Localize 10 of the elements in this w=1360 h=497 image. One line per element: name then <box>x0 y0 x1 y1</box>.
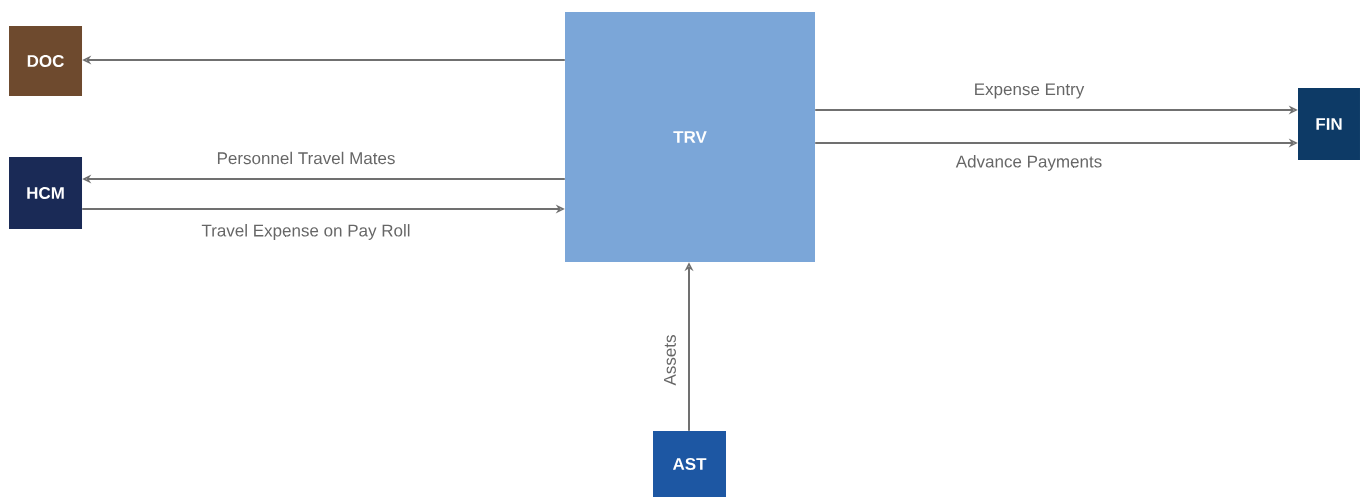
system-box: AST <box>653 431 726 497</box>
edge-label: Travel Expense on Pay Roll <box>201 224 410 240</box>
system-box: FIN <box>1298 88 1360 160</box>
system-box: DOC <box>9 26 82 96</box>
system-box: TRV <box>565 12 815 262</box>
edge-label: Expense Entry <box>975 83 1085 99</box>
system-box: HCM <box>9 157 82 229</box>
edge-label: Advance Payments <box>955 155 1102 171</box>
edge-label: Assets <box>664 335 676 386</box>
edge-label: Personnel Travel Mates <box>217 151 395 165</box>
